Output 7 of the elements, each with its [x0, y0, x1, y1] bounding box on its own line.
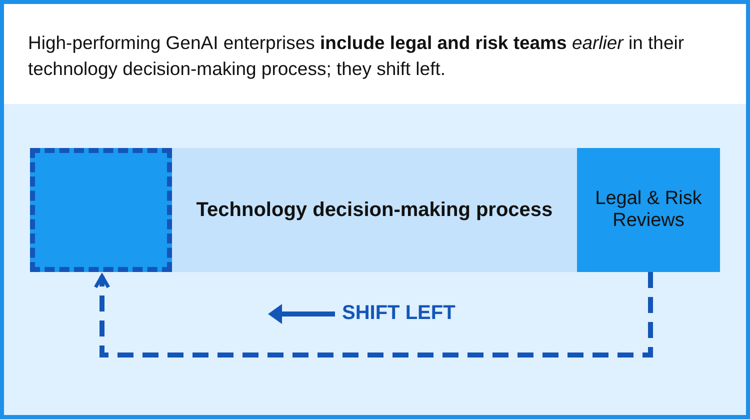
review-box [577, 148, 720, 272]
box-label: Legal & Risk Reviews [594, 187, 703, 233]
headline-text: High-performing GenAI enterprises include legal and risk teams earlier in their technology decision-making process; they shift left. [28, 31, 686, 81]
process-band [30, 148, 720, 272]
dashed-box [30, 148, 172, 272]
dashed-arrow [94, 272, 653, 358]
process-label: Technology decision-making process [195, 198, 554, 222]
